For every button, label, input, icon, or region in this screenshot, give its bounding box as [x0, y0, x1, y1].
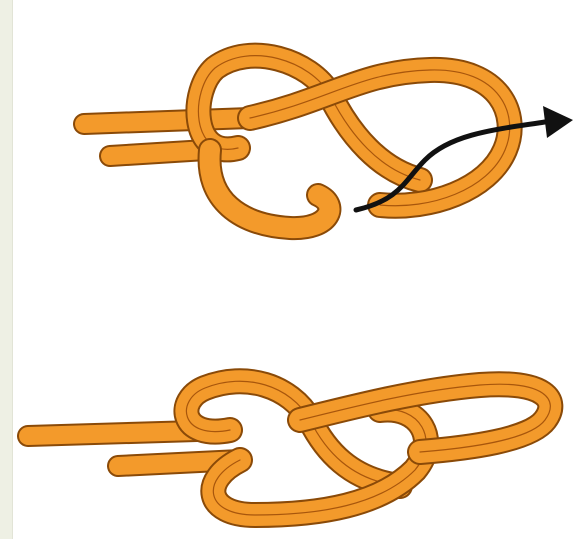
rope-step-2 — [28, 381, 550, 515]
